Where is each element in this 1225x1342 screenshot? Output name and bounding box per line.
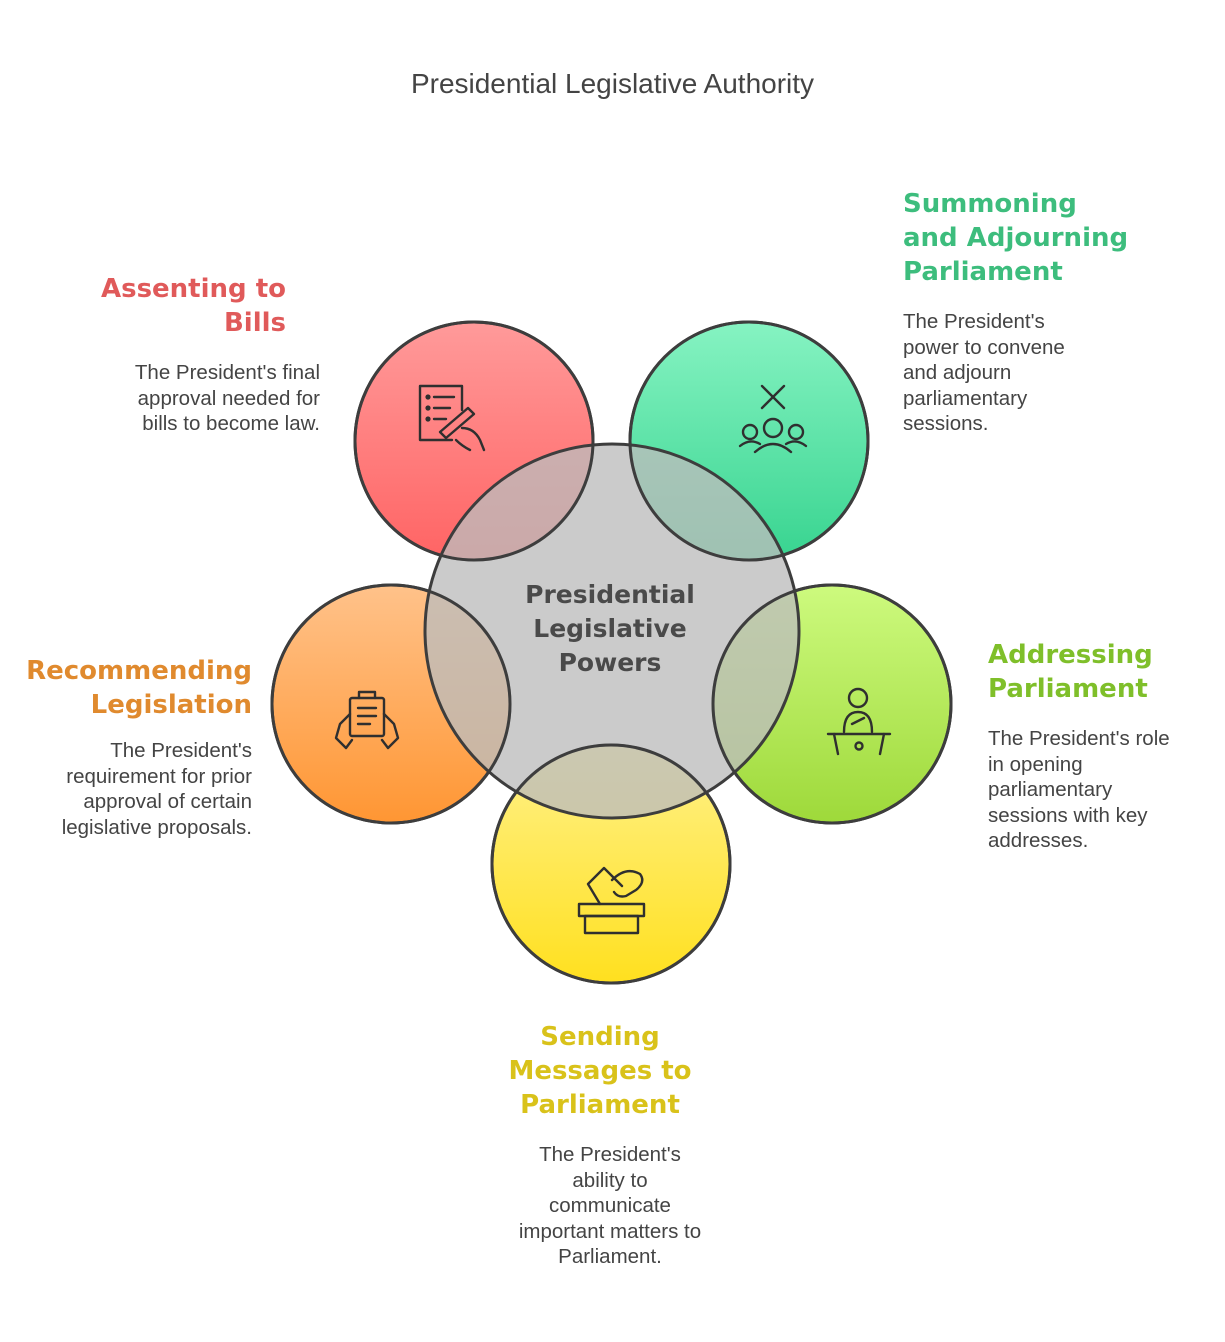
heading-sending: Sending Messages to Parliament xyxy=(508,1022,692,1120)
heading-summoning: Summoning and Adjourning Parliament xyxy=(903,189,1129,287)
center-circle xyxy=(423,442,801,820)
hands-clipboard-icon xyxy=(334,690,400,750)
desc-addressing: The President's role in opening parliame… xyxy=(988,727,1170,852)
desc-summoning: The President's power to convene and adj… xyxy=(903,310,1065,435)
ballot-box-icon xyxy=(577,866,646,935)
page-title: Presidential Legislative Authority xyxy=(410,68,815,99)
heading-addressing: Addressing Parliament xyxy=(988,640,1153,704)
center-label: Presidential Legislative Powers xyxy=(525,580,695,677)
heading-recommending: Recommending Legislation xyxy=(26,656,252,720)
speaker-podium-icon xyxy=(826,687,892,756)
desc-recommending: The President's requirement for prior ap… xyxy=(61,739,252,839)
desc-assenting: The President's final approval needed fo… xyxy=(134,361,320,435)
heading-assenting: Assenting to Bills xyxy=(100,274,286,338)
document-signing-icon xyxy=(418,384,486,452)
desc-sending: The President's ability to communicate i… xyxy=(518,1143,702,1268)
group-cancel-icon xyxy=(738,384,808,454)
